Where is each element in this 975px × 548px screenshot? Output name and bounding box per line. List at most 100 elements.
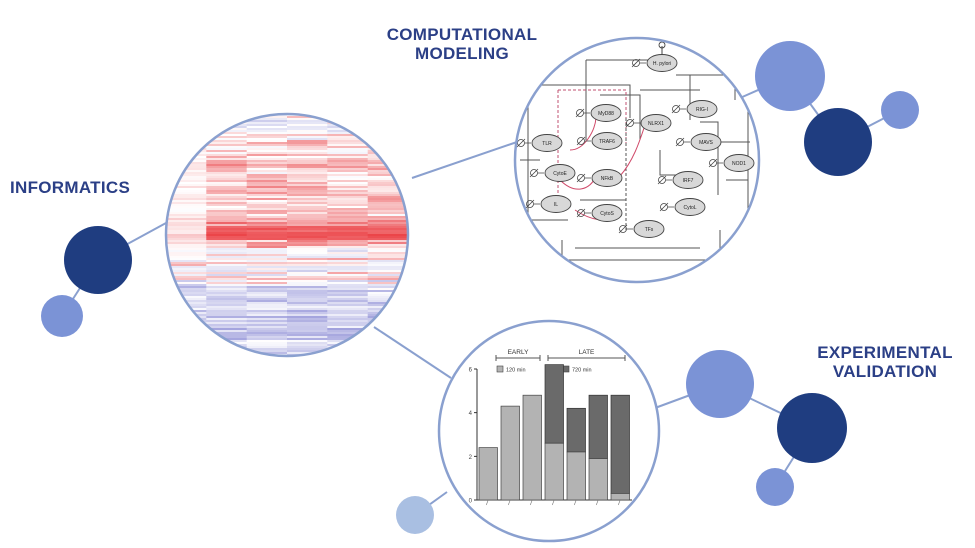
heatmap-cell xyxy=(327,256,369,259)
heatmap-cell xyxy=(327,252,369,255)
y-tick-label: 4 xyxy=(469,411,473,417)
heatmap-cell xyxy=(327,278,369,281)
heatmap-cell xyxy=(287,138,328,141)
heatmap-cell xyxy=(206,154,248,157)
heatmap-cell xyxy=(327,264,369,267)
heatmap-cell xyxy=(287,310,328,313)
heatmap-cell xyxy=(206,242,248,245)
heatmap-cell xyxy=(327,186,369,189)
heatmap-cell xyxy=(367,254,408,257)
heatmap-cell xyxy=(246,146,288,149)
heatmap-cell xyxy=(367,120,408,123)
heatmap-cell xyxy=(206,260,248,263)
heatmap-cell xyxy=(287,196,328,199)
x-tick xyxy=(507,499,511,506)
heatmap-cell xyxy=(287,222,328,225)
heatmap-cell xyxy=(367,176,408,179)
heatmap-cell xyxy=(327,172,369,175)
network-node: IRF7 xyxy=(657,171,704,189)
heatmap-cell xyxy=(287,282,328,285)
heatmap-cell xyxy=(206,286,248,289)
heatmap-cell xyxy=(166,196,207,199)
heatmap-cell xyxy=(246,326,288,329)
heatmap-cell xyxy=(287,276,328,279)
heatmap-cell xyxy=(246,318,288,321)
heatmap-cell xyxy=(246,348,288,351)
heatmap-cell xyxy=(367,124,408,127)
heatmap-cell xyxy=(367,218,408,221)
heatmap-cell xyxy=(246,244,288,247)
svg-text:NLRX1: NLRX1 xyxy=(648,121,664,127)
heatmap-cell xyxy=(287,266,328,269)
heatmap-cell xyxy=(206,224,248,227)
heatmap-cell xyxy=(287,338,328,341)
heatmap-cell xyxy=(287,258,328,261)
heatmap-cell xyxy=(327,196,369,199)
bar-120min xyxy=(610,493,630,501)
bubble-small-top-right xyxy=(881,91,919,129)
heatmap-cell xyxy=(246,196,288,199)
heatmap-cell xyxy=(287,346,328,349)
heatmap-cell xyxy=(246,188,288,191)
heatmap-cell xyxy=(166,332,207,335)
heatmap-cell xyxy=(246,262,288,265)
heatmap-cell xyxy=(327,194,369,197)
heatmap-cell xyxy=(206,152,248,155)
heatmap-cell xyxy=(287,328,328,331)
heatmap-cell xyxy=(166,216,207,219)
heatmap-cell xyxy=(246,178,288,181)
heatmap-cell xyxy=(327,164,369,167)
bubble-mid-left xyxy=(41,295,83,337)
heatmap-cell xyxy=(166,276,207,279)
heatmap-cell xyxy=(287,302,328,305)
y-tick-label: 6 xyxy=(469,368,473,374)
heatmap-cell xyxy=(246,314,288,317)
bar-720min xyxy=(610,394,630,494)
heatmap-cell xyxy=(246,300,288,303)
heatmap-cell xyxy=(367,188,408,191)
heatmap-cell xyxy=(206,318,248,321)
heatmap-cell xyxy=(287,300,328,303)
heatmap-cell xyxy=(206,322,248,325)
heatmap-cell xyxy=(327,258,369,261)
heatmap-cell xyxy=(166,328,207,331)
heatmap-cell xyxy=(206,250,248,253)
heatmap-cell xyxy=(166,212,207,215)
heatmap-cell xyxy=(206,142,248,145)
heatmap-cell xyxy=(327,240,369,243)
x-tick xyxy=(529,499,533,506)
heatmap-cell xyxy=(287,170,328,173)
heatmap-cell xyxy=(327,144,369,147)
heatmap-cell xyxy=(287,272,328,275)
heatmap-cell xyxy=(287,118,328,121)
heatmap-cell xyxy=(246,306,288,309)
heatmap-cell xyxy=(246,124,288,127)
heatmap-cell xyxy=(287,220,328,223)
validation-line-1: EXPERIMENTAL xyxy=(817,343,953,362)
heatmap-cell xyxy=(206,298,248,301)
heatmap-cell xyxy=(327,302,369,305)
heatmap-cell xyxy=(206,314,248,317)
heatmap-cell xyxy=(166,134,207,137)
heatmap-cell xyxy=(206,162,248,165)
heatmap-cell xyxy=(166,298,207,301)
heatmap-cell xyxy=(246,216,288,219)
heatmap-cell xyxy=(246,218,288,221)
heatmap-cell xyxy=(287,210,328,213)
heatmap-cell xyxy=(246,242,288,245)
heatmap-cell xyxy=(166,222,207,225)
heatmap-cell xyxy=(246,272,288,275)
heatmap-cell xyxy=(206,164,248,167)
heatmap-cell xyxy=(246,198,288,201)
heatmap-cell xyxy=(206,308,248,311)
legend-swatch xyxy=(496,365,504,373)
heatmap-cell xyxy=(206,254,248,257)
heatmap-cell xyxy=(367,268,408,271)
heatmap-cell xyxy=(327,216,369,219)
heatmap-cell xyxy=(287,164,328,167)
heatmap-cell xyxy=(206,310,248,313)
heatmap-cell xyxy=(166,284,207,287)
svg-text:TLR: TLR xyxy=(542,141,552,147)
heatmap-cell xyxy=(287,336,328,339)
